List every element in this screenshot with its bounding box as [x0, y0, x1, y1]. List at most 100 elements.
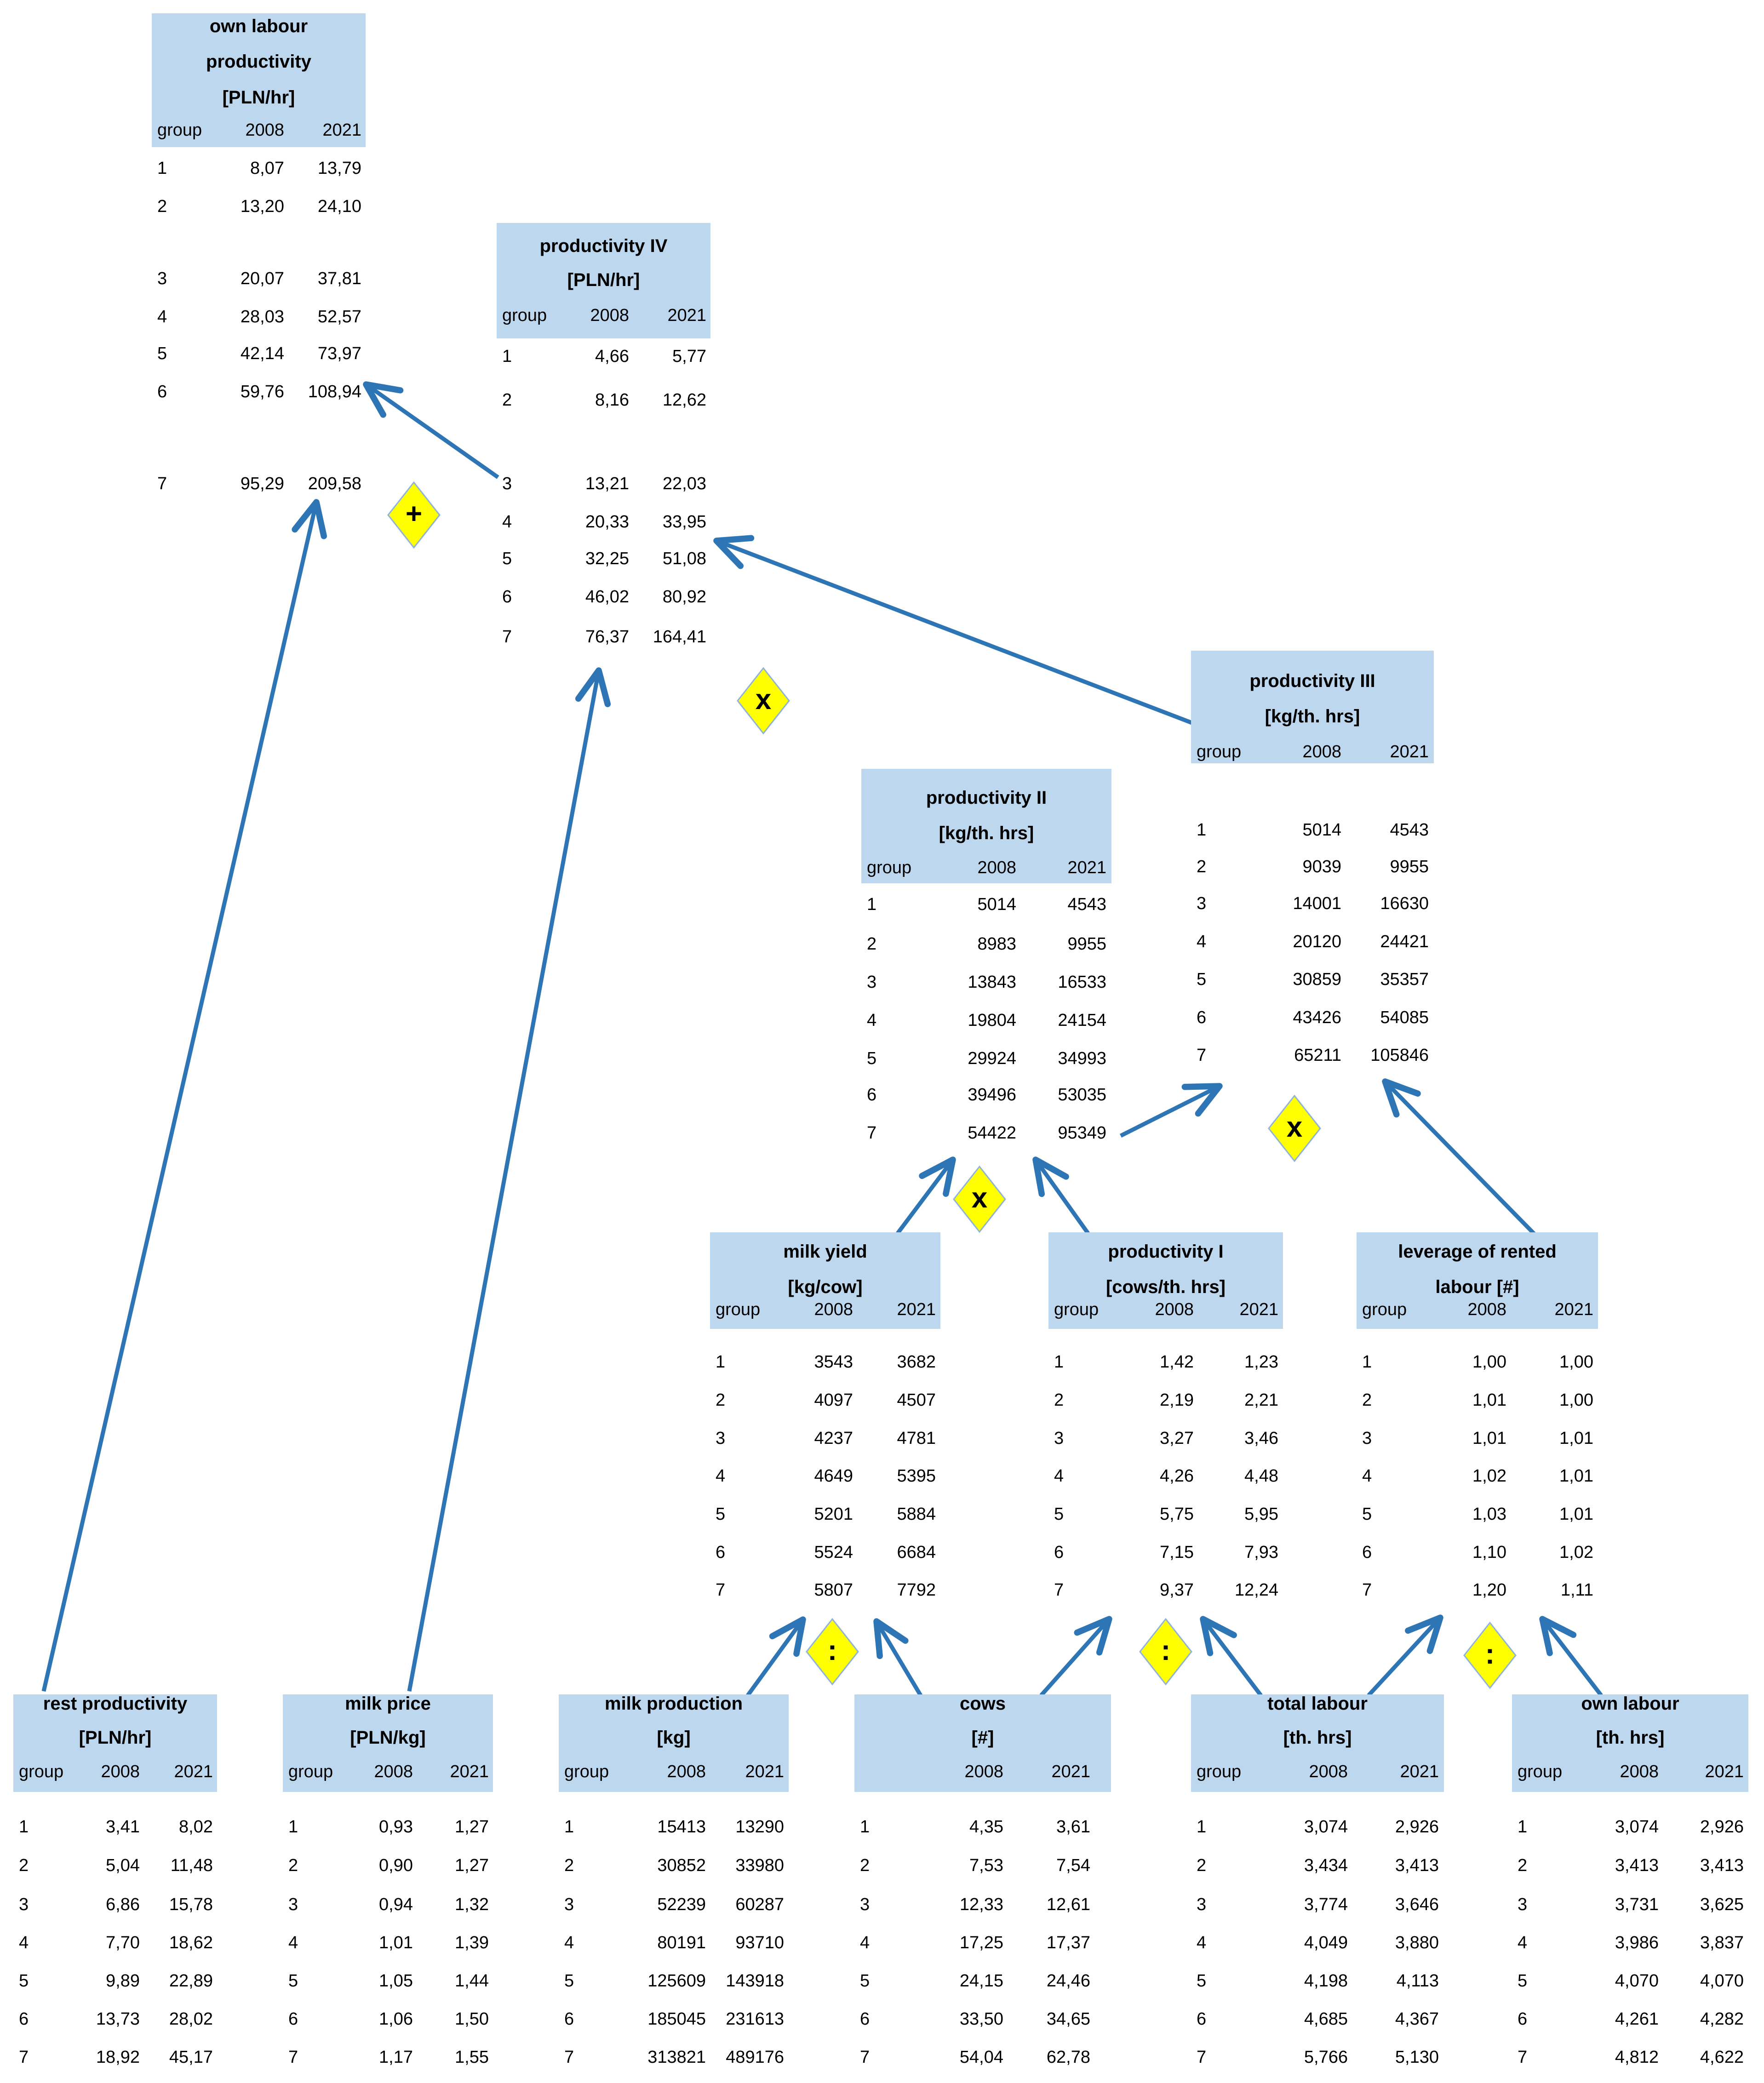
table-title: productivity — [206, 52, 311, 72]
value-cell: 9955 — [1067, 934, 1106, 954]
column-header: 2021 — [1400, 1762, 1439, 1781]
value-cell: 3,074 — [1304, 1817, 1348, 1837]
value-cell: 80,92 — [662, 587, 706, 607]
value-cell: 4,622 — [1700, 2048, 1744, 2067]
group-label: 4 — [867, 1011, 877, 1030]
value-cell: 33980 — [735, 1856, 784, 1875]
value-cell: 32,25 — [585, 549, 629, 568]
diamond-shape-icon — [806, 1618, 859, 1686]
table-title: [cows/th. hrs] — [1105, 1277, 1226, 1297]
value-cell: 4649 — [814, 1466, 853, 1486]
group-label: 6 — [564, 2009, 574, 2029]
value-cell: 1,01 — [1559, 1505, 1593, 1524]
value-cell: 13,21 — [585, 474, 629, 493]
group-label: 6 — [1197, 1008, 1207, 1027]
value-cell: 11,48 — [170, 1856, 213, 1875]
group-label: 6 — [502, 587, 512, 607]
value-cell: 1,20 — [1472, 1580, 1506, 1600]
column-header: 2008 — [667, 1762, 706, 1781]
group-label: 3 — [564, 1895, 574, 1914]
value-cell: 1,05 — [379, 1971, 413, 1991]
group-label: 4 — [716, 1466, 726, 1486]
value-cell: 1,01 — [1472, 1429, 1506, 1448]
value-cell: 1,42 — [1160, 1352, 1194, 1372]
operator-symbol: x — [1286, 1111, 1303, 1143]
value-cell: 53035 — [1058, 1085, 1106, 1104]
value-cell: 34,65 — [1046, 2009, 1090, 2029]
value-cell: 1,11 — [1560, 1580, 1593, 1600]
group-label: 2 — [716, 1391, 726, 1410]
value-cell: 3,27 — [1160, 1429, 1194, 1448]
value-cell: 29924 — [968, 1049, 1016, 1068]
column-header: group — [1054, 1300, 1099, 1319]
column-header: 2008 — [814, 1300, 853, 1319]
value-cell: 3543 — [814, 1352, 853, 1372]
operator-diamond-op-divide-2: : — [1138, 1617, 1193, 1686]
value-cell: 1,01 — [1559, 1429, 1593, 1448]
group-label: 7 — [19, 2048, 29, 2067]
value-cell: 2,926 — [1395, 1817, 1439, 1837]
column-header: 2008 — [1620, 1762, 1659, 1781]
value-cell: 5524 — [814, 1543, 853, 1562]
value-cell: 1,17 — [379, 2048, 413, 2067]
value-cell: 1,27 — [455, 1856, 489, 1875]
value-cell: 9,89 — [106, 1971, 140, 1991]
group-label: 4 — [157, 307, 167, 326]
value-cell: 7,54 — [1056, 1856, 1090, 1875]
value-cell: 4,26 — [1160, 1466, 1194, 1486]
value-cell: 5884 — [897, 1505, 936, 1524]
group-label: 4 — [288, 1933, 298, 1952]
group-label: 2 — [157, 197, 167, 216]
group-label: 6 — [867, 1085, 877, 1104]
column-header: 2008 — [1302, 742, 1341, 761]
value-cell: 39496 — [968, 1085, 1016, 1104]
table-header-box — [1357, 1232, 1598, 1329]
value-cell: 143918 — [726, 1971, 784, 1991]
group-label: 7 — [1197, 1046, 1207, 1065]
table-title: cows — [959, 1694, 1006, 1714]
value-cell: 24,46 — [1046, 1971, 1090, 1991]
table-title: productivity I — [1108, 1242, 1224, 1262]
group-label: 5 — [19, 1971, 29, 1991]
value-cell: 24421 — [1380, 932, 1429, 951]
value-cell: 3,731 — [1615, 1895, 1659, 1914]
value-cell: 4,070 — [1615, 1971, 1659, 1991]
table-title: productivity III — [1249, 671, 1375, 691]
group-label: 1 — [1054, 1352, 1064, 1372]
value-cell: 1,00 — [1559, 1352, 1593, 1372]
value-cell: 1,01 — [1559, 1466, 1593, 1486]
value-cell: 60287 — [735, 1895, 784, 1914]
group-label: 3 — [867, 973, 877, 992]
group-label: 5 — [157, 344, 167, 363]
table-header-box — [1048, 1232, 1283, 1329]
table-title: labour [#] — [1435, 1277, 1519, 1297]
table-title: [PLN/hr] — [222, 87, 295, 108]
arrow-total-labour-to-leverage — [1367, 1614, 1443, 1697]
table-title: [PLN/hr] — [567, 270, 640, 290]
column-header: 2021 — [450, 1762, 489, 1781]
group-label: 2 — [1197, 1856, 1207, 1875]
arrow-leverage-to-productivity-iii — [1382, 1078, 1536, 1236]
table-title: [kg/cow] — [788, 1277, 863, 1297]
group-label: 7 — [716, 1580, 726, 1600]
value-cell: 35357 — [1380, 970, 1429, 989]
value-cell: 22,89 — [169, 1971, 213, 1991]
value-cell: 7792 — [897, 1580, 936, 1600]
value-cell: 1,01 — [379, 1933, 413, 1952]
value-cell: 1,00 — [1559, 1391, 1593, 1410]
value-cell: 34993 — [1058, 1049, 1106, 1068]
column-header: 2021 — [1390, 742, 1429, 761]
value-cell: 1,02 — [1472, 1466, 1506, 1486]
value-cell: 4,198 — [1304, 1971, 1348, 1991]
value-cell: 3,625 — [1700, 1895, 1744, 1914]
group-label: 3 — [1197, 894, 1207, 913]
arrow-productivity-iii-to-productivity-iv — [713, 535, 1193, 725]
value-cell: 5,77 — [672, 347, 706, 366]
diamond-shape-icon — [737, 667, 790, 735]
group-label: 5 — [867, 1049, 877, 1068]
column-header: 2008 — [977, 858, 1016, 877]
